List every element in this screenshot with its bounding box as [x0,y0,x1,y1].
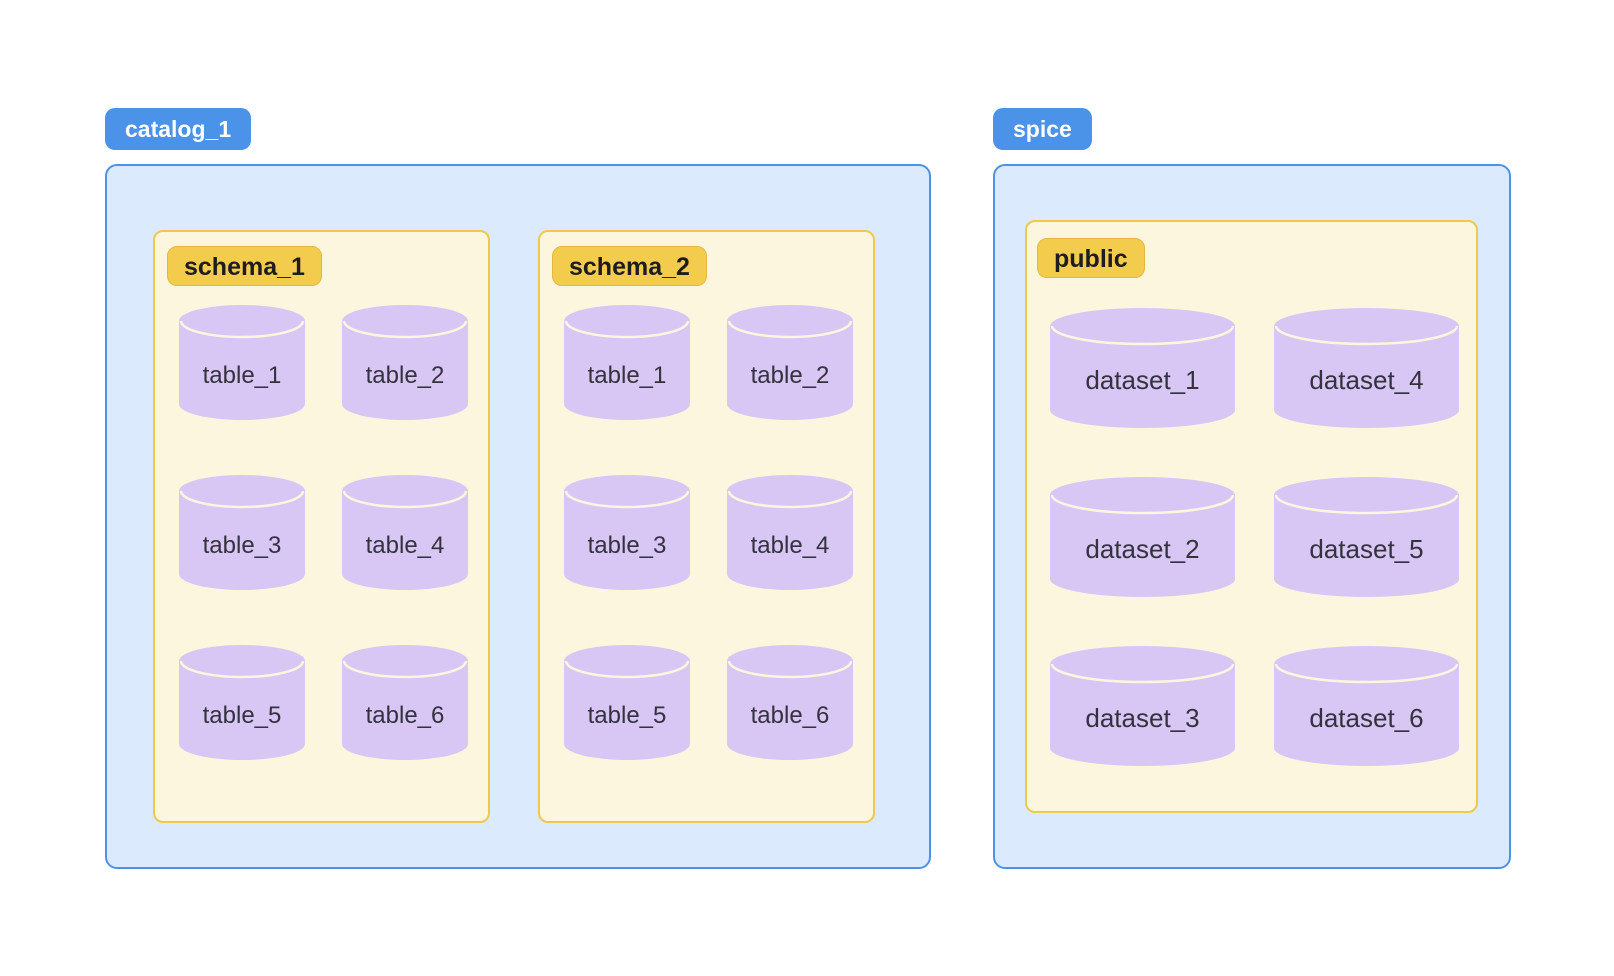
database-cylinder-icon: table_5 [564,645,690,760]
cylinder-label: table_5 [203,702,282,729]
database-cylinder-icon: table_6 [727,645,853,760]
cylinder-label: table_2 [751,362,830,389]
database-cylinder-icon: dataset_2 [1050,477,1235,597]
cylinder-label: table_3 [203,532,282,559]
database-cylinder-icon: table_3 [564,475,690,590]
database-cylinder-icon: dataset_1 [1050,308,1235,428]
database-cylinder-icon: table_2 [727,305,853,420]
database-cylinder-icon: table_6 [342,645,468,760]
cylinder-label: table_1 [203,362,282,389]
cylinder-label: table_6 [751,702,830,729]
database-cylinder-icon: dataset_6 [1274,646,1459,766]
catalog-badge: catalog_1 [105,108,252,150]
database-cylinder-icon: dataset_4 [1274,308,1459,428]
database-cylinder-icon: dataset_5 [1274,477,1459,597]
schema-1-box: schema_1 table_1 table_2 table_3 table_4… [153,230,490,823]
cylinder-label: dataset_6 [1309,703,1423,733]
spice-container: public dataset_1 dataset_4 dataset_2 dat… [993,164,1511,869]
cylinder-label: table_1 [588,362,667,389]
database-cylinder-icon: table_5 [179,645,305,760]
cylinder-label: table_4 [366,532,445,559]
database-cylinder-icon: table_4 [342,475,468,590]
public-badge: public [1037,238,1145,278]
public-datasets-grid: dataset_1 dataset_4 dataset_2 dataset_5 … [1050,308,1459,766]
schema-1-tables-grid: table_1 table_2 table_3 table_4 table_5 … [179,305,468,760]
cylinder-label: dataset_1 [1085,365,1199,395]
schema-2-box: schema_2 table_1 table_2 table_3 table_4… [538,230,875,823]
cylinder-label: dataset_2 [1085,534,1199,564]
schema-2-badge: schema_2 [552,246,707,286]
schema-1-badge: schema_1 [167,246,322,286]
cylinder-label: table_3 [588,532,667,559]
spice-badge: spice [993,108,1092,150]
database-cylinder-icon: table_3 [179,475,305,590]
database-cylinder-icon: table_2 [342,305,468,420]
database-cylinder-icon: table_1 [564,305,690,420]
schema-2-tables-grid: table_1 table_2 table_3 table_4 table_5 … [564,305,853,760]
public-box: public dataset_1 dataset_4 dataset_2 dat… [1025,220,1478,813]
cylinder-label: table_6 [366,702,445,729]
cylinder-label: dataset_4 [1309,365,1423,395]
cylinder-label: table_4 [751,532,830,559]
cylinder-label: table_2 [366,362,445,389]
catalog-container: schema_1 table_1 table_2 table_3 table_4… [105,164,931,869]
database-cylinder-icon: table_1 [179,305,305,420]
database-cylinder-icon: table_4 [727,475,853,590]
cylinder-label: table_5 [588,702,667,729]
cylinder-label: dataset_3 [1085,703,1199,733]
cylinder-label: dataset_5 [1309,534,1423,564]
database-cylinder-icon: dataset_3 [1050,646,1235,766]
